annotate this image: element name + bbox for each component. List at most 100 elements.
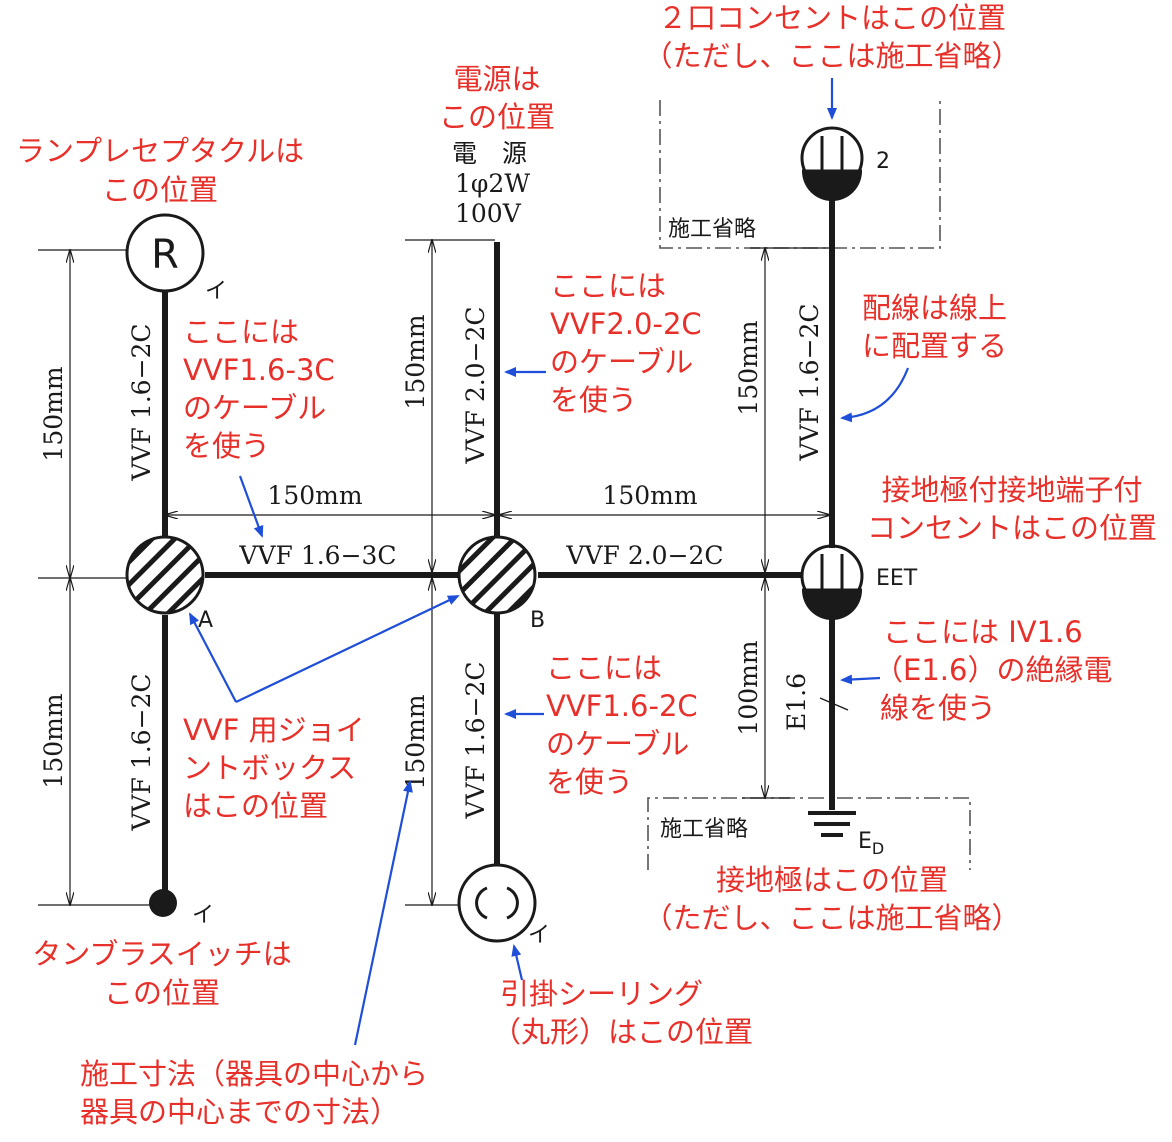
svg-text:のケーブル: のケーブル [183,391,326,425]
omitted-area-bottom: 施工省略 [647,797,971,870]
arrow-jbox-b [235,595,460,703]
note-lamp: ランプレセプタクルは この位置 [16,134,304,207]
outlet-duplex-fill [802,171,862,201]
svg-text:ントボックス: ントボックス [183,751,356,785]
power-line2: 1φ2W [455,169,530,198]
note-dimension: 施工寸法（器具の中心から 器具の中心までの寸法） [80,1057,428,1129]
svg-text:この位置: この位置 [439,100,555,134]
note-power: 電源は この位置 [439,62,555,134]
dim-right-upper: 150mm [734,320,763,415]
outlet-duplex-icon [800,126,864,190]
svg-text:VVF1.6-3C: VVF1.6-3C [183,353,335,387]
arrow-iv16 [840,674,881,685]
svg-text:線を使う: 線を使う [880,691,996,725]
cable-mid-lower: VVF 1.6−2C [461,661,490,819]
junction-a-label: A [198,608,213,633]
svg-text:コンセントはこの位置: コンセントはこの位置 [867,511,1157,545]
annotation-arrows [189,78,910,1046]
note-ceiling: 引掛シーリング （丸形）はこの位置 [492,977,753,1049]
dim-horiz-ab: 150mm [267,481,362,510]
junction-box-b: B [457,535,545,633]
svg-text:タンブラスイッチは: タンブラスイッチは [32,937,292,971]
omitted-area-top: 施工省略 [659,100,941,249]
note-vvf202c: ここには VVF2.0-2C のケーブル を使う [550,269,702,417]
svg-text:接地極付接地端子付: 接地極付接地端子付 [881,473,1142,507]
note-outlet2: ２口コンセントはこの位置 （ただし、ここは施工省略） [643,1,1020,73]
note-vvf162c: ここには VVF1.6-2C のケーブル を使う [546,651,698,799]
note-ground: 接地極はこの位置 （ただし、ここは施工省略） [643,863,1020,935]
dimensions: 150mm 150mm 150mm 150mm 150mm 100mm 150m… [38,240,833,905]
ceiling-tag: イ [528,923,550,948]
svg-text:配線は線上: 配線は線上 [862,291,1007,325]
dim-left-lower: 150mm [39,693,68,788]
svg-text:（ただし、ここは施工省略）: （ただし、ここは施工省略） [643,39,1020,73]
svg-text:ここには: ここには [183,315,299,349]
wiring [162,188,849,892]
junction-box-a: A [125,535,213,633]
junction-b-label: B [530,608,545,633]
tumbler-switch: イ [149,889,214,928]
dim-mid-lower: 150mm [401,694,430,789]
ground-electrode: ED [808,811,884,858]
cable-labels: VVF 1.6−2C VVF 1.6−2C VVF 2.0−2C VVF 1.6… [127,303,824,831]
svg-text:を使う: を使う [546,765,633,799]
note-vvf163c: ここには VVF1.6-3C のケーブル を使う [183,315,335,463]
svg-text:ここには IV1.6: ここには IV1.6 [883,615,1083,649]
cable-right-upper: VVF 1.6−2C [795,303,824,461]
note-jbox: VVF 用ジョイ ントボックス はこの位置 [183,713,365,823]
arrow-vvf163c [238,475,264,538]
ground-label: ED [858,829,884,858]
junction-box-b-icon [457,535,537,615]
dim-left-upper: 150mm [39,366,68,461]
svg-text:器具の中心までの寸法）: 器具の中心までの寸法） [80,1095,399,1129]
tumbler-switch-icon [149,889,177,917]
svg-text:VVF 用ジョイ: VVF 用ジョイ [183,713,365,747]
svg-text:ここには: ここには [550,269,666,303]
dim-horiz-be: 150mm [602,481,697,510]
svg-text:ここには: ここには [546,651,662,685]
cable-left-lower: VVF 1.6−2C [127,673,156,831]
svg-text:のケーブル: のケーブル [550,345,693,379]
lamp-letter: R [151,232,179,278]
power-line3: 100V [455,199,522,228]
power-source: 電 源 1φ2W 100V [452,139,530,228]
arrow-online [840,367,910,423]
dim-mid-upper: 150mm [401,314,430,409]
svg-text:（E1.6）の絶縁電: （E1.6）の絶縁電 [874,653,1112,687]
arrow-jbox-a [189,612,237,703]
lamp-receptacle-icon [125,213,205,293]
svg-text:VVF1.6-2C: VVF1.6-2C [546,689,698,723]
svg-text:に配置する: に配置する [862,329,1007,363]
lamp-tag: イ [205,279,227,304]
arrow-ceiling [511,944,524,981]
svg-text:接地極はこの位置: 接地極はこの位置 [716,863,948,897]
outlet-eet: EET [800,544,918,620]
svg-text:（ただし、ここは施工省略）: （ただし、ここは施工省略） [643,901,1020,935]
annotations: ランプレセプタクルは この位置 電源は この位置 ２口コンセントはこの位置 （た… [16,1,1157,1129]
omitted-label-top: 施工省略 [668,217,756,242]
cable-horiz-be: VVF 2.0−2C [565,541,723,570]
switch-tag: イ [192,903,214,928]
omitted-label-bottom: 施工省略 [660,817,748,842]
svg-text:ランプレセプタクルは: ランプレセプタクルは [16,134,304,168]
svg-text:を使う: を使う [550,383,637,417]
note-online: 配線は線上 に配置する [862,291,1007,363]
svg-text:を使う: を使う [183,429,270,463]
lamp-receptacle: R イ [125,213,227,304]
svg-text:２口コンセントはこの位置: ２口コンセントはこの位置 [658,1,1006,35]
svg-text:はこの位置: はこの位置 [183,789,328,823]
svg-text:引掛シーリング: 引掛シーリング [500,977,703,1011]
outlet-duplex-tag: 2 [876,149,890,174]
svg-text:この位置: この位置 [102,173,218,207]
junction-box-a-icon [125,535,205,615]
note-iv16: ここには IV1.6 （E1.6）の絶縁電 線を使う [874,615,1112,725]
ceiling-rosette-icon [457,863,537,943]
svg-text:電源は: 電源は [453,62,540,96]
note-eet: 接地極付接地端子付 コンセントはこの位置 [867,473,1157,545]
cable-ground-wire: E1.6 [782,673,811,731]
svg-text:（丸形）はこの位置: （丸形）はこの位置 [492,1015,753,1049]
outlet-duplex: 2 [800,126,890,201]
cable-left-upper: VVF 1.6−2C [127,323,156,481]
outlet-eet-tag: EET [876,566,918,591]
